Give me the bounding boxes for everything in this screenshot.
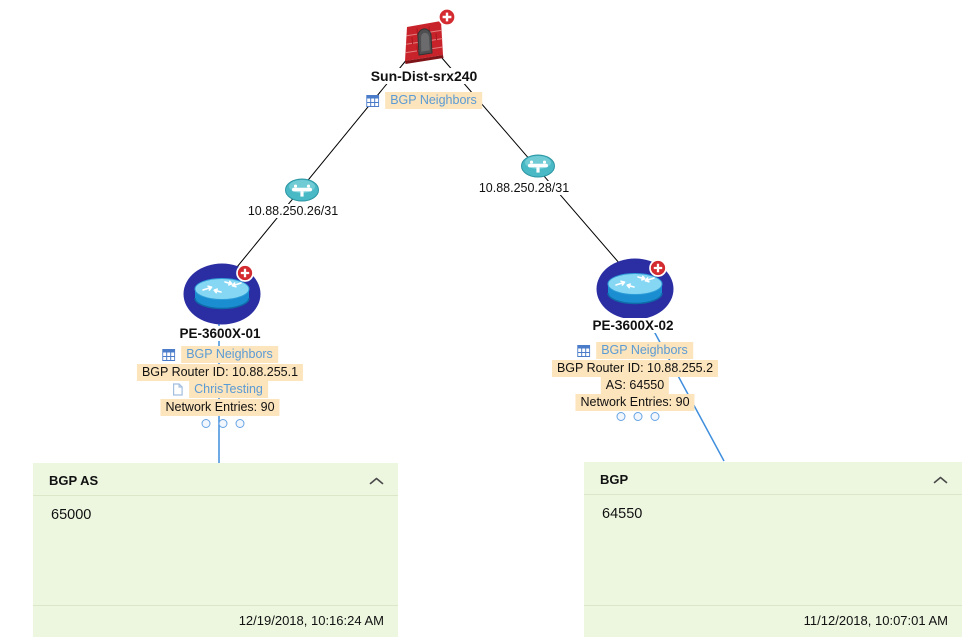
panel-footer: 12/19/2018, 10:16:24 AM xyxy=(33,605,398,637)
bgp-router-id-value: BGP Router ID: 10.88.255.1 xyxy=(136,364,304,381)
network-entries-value: Network Entries: 90 xyxy=(160,399,280,416)
router2-as-row: AS: 64550 xyxy=(600,377,670,394)
router-icon xyxy=(596,258,674,320)
panel-value: 65000 xyxy=(51,507,92,523)
chevron-up-icon[interactable] xyxy=(933,476,948,484)
christesting-link: ChrisTesting xyxy=(189,381,268,398)
router1-node[interactable] xyxy=(181,261,265,332)
subnet-label-2: 10.88.250.28/31 xyxy=(476,181,572,195)
router2-more-ellipsis[interactable] xyxy=(616,412,660,421)
alert-plus-badge xyxy=(437,7,457,27)
router2-node[interactable] xyxy=(594,256,678,327)
firewall-name: Sun-Dist-srx240 xyxy=(367,68,481,84)
divider xyxy=(584,494,962,495)
divider xyxy=(584,605,962,606)
divider xyxy=(33,495,398,496)
bgp-neighbors-link: BGP Neighbors xyxy=(181,346,278,363)
dot-icon xyxy=(201,419,211,428)
dot-icon xyxy=(650,412,660,421)
router1-bgp-router-id: BGP Router ID: 10.88.255.1 xyxy=(136,364,304,381)
dot-icon xyxy=(633,412,643,421)
firewall-icon xyxy=(405,7,457,64)
panel-header: BGP xyxy=(584,462,962,494)
bgp-router-id-value: BGP Router ID: 10.88.255.2 xyxy=(551,360,719,377)
panel-header: BGP AS xyxy=(33,463,398,495)
as-value: AS: 64550 xyxy=(600,377,670,394)
alert-plus-badge xyxy=(236,264,254,282)
dot-icon xyxy=(616,412,626,421)
router-icon xyxy=(183,263,261,325)
dot-icon xyxy=(235,419,245,428)
timestamp: 11/12/2018, 10:07:01 AM xyxy=(803,613,948,628)
router1-bgp-neighbors-row[interactable]: BGP Neighbors xyxy=(162,346,278,363)
router1-name: PE-3600X-01 xyxy=(176,326,264,341)
subnet-label-1: 10.88.250.26/31 xyxy=(245,204,341,218)
bgp-as-panel: BGP AS 65000 12/19/2018, 10:16:24 AM xyxy=(33,463,398,637)
panel-title: BGP AS xyxy=(49,473,99,488)
alert-plus-badge xyxy=(649,259,667,277)
bgp-neighbors-link: BGP Neighbors xyxy=(596,342,693,359)
table-icon xyxy=(577,344,591,357)
bgp-panel: BGP 64550 11/12/2018, 10:07:01 AM xyxy=(584,462,962,637)
edge-firewall-router1 xyxy=(236,57,409,268)
subnet-icon xyxy=(285,178,319,202)
network-entries-value: Network Entries: 90 xyxy=(575,394,695,411)
router1-more-ellipsis[interactable] xyxy=(201,419,245,428)
document-icon xyxy=(172,383,183,396)
panel-title: BGP xyxy=(600,472,629,487)
router2-network-entries: Network Entries: 90 xyxy=(575,394,695,411)
panel-footer: 11/12/2018, 10:07:01 AM xyxy=(584,605,962,637)
subnet-icon xyxy=(521,154,555,178)
subnet-node-2[interactable] xyxy=(520,153,556,184)
table-icon xyxy=(162,348,176,361)
router2-bgp-neighbors-row[interactable]: BGP Neighbors xyxy=(577,342,693,359)
firewall-node[interactable] xyxy=(399,7,457,66)
router1-christesting-row[interactable]: ChrisTesting xyxy=(172,381,268,398)
divider xyxy=(33,605,398,606)
router2-name: PE-3600X-02 xyxy=(589,318,677,333)
timestamp: 12/19/2018, 10:16:24 AM xyxy=(238,613,384,628)
router2-bgp-router-id: BGP Router ID: 10.88.255.2 xyxy=(551,360,719,377)
table-icon xyxy=(366,94,380,107)
panel-value: 64550 xyxy=(602,506,643,522)
chevron-up-icon[interactable] xyxy=(369,477,384,485)
bgp-neighbors-link: BGP Neighbors xyxy=(385,92,482,109)
router1-network-entries: Network Entries: 90 xyxy=(160,399,280,416)
dot-icon xyxy=(218,419,228,428)
firewall-bgp-neighbors-row[interactable]: BGP Neighbors xyxy=(366,92,482,109)
